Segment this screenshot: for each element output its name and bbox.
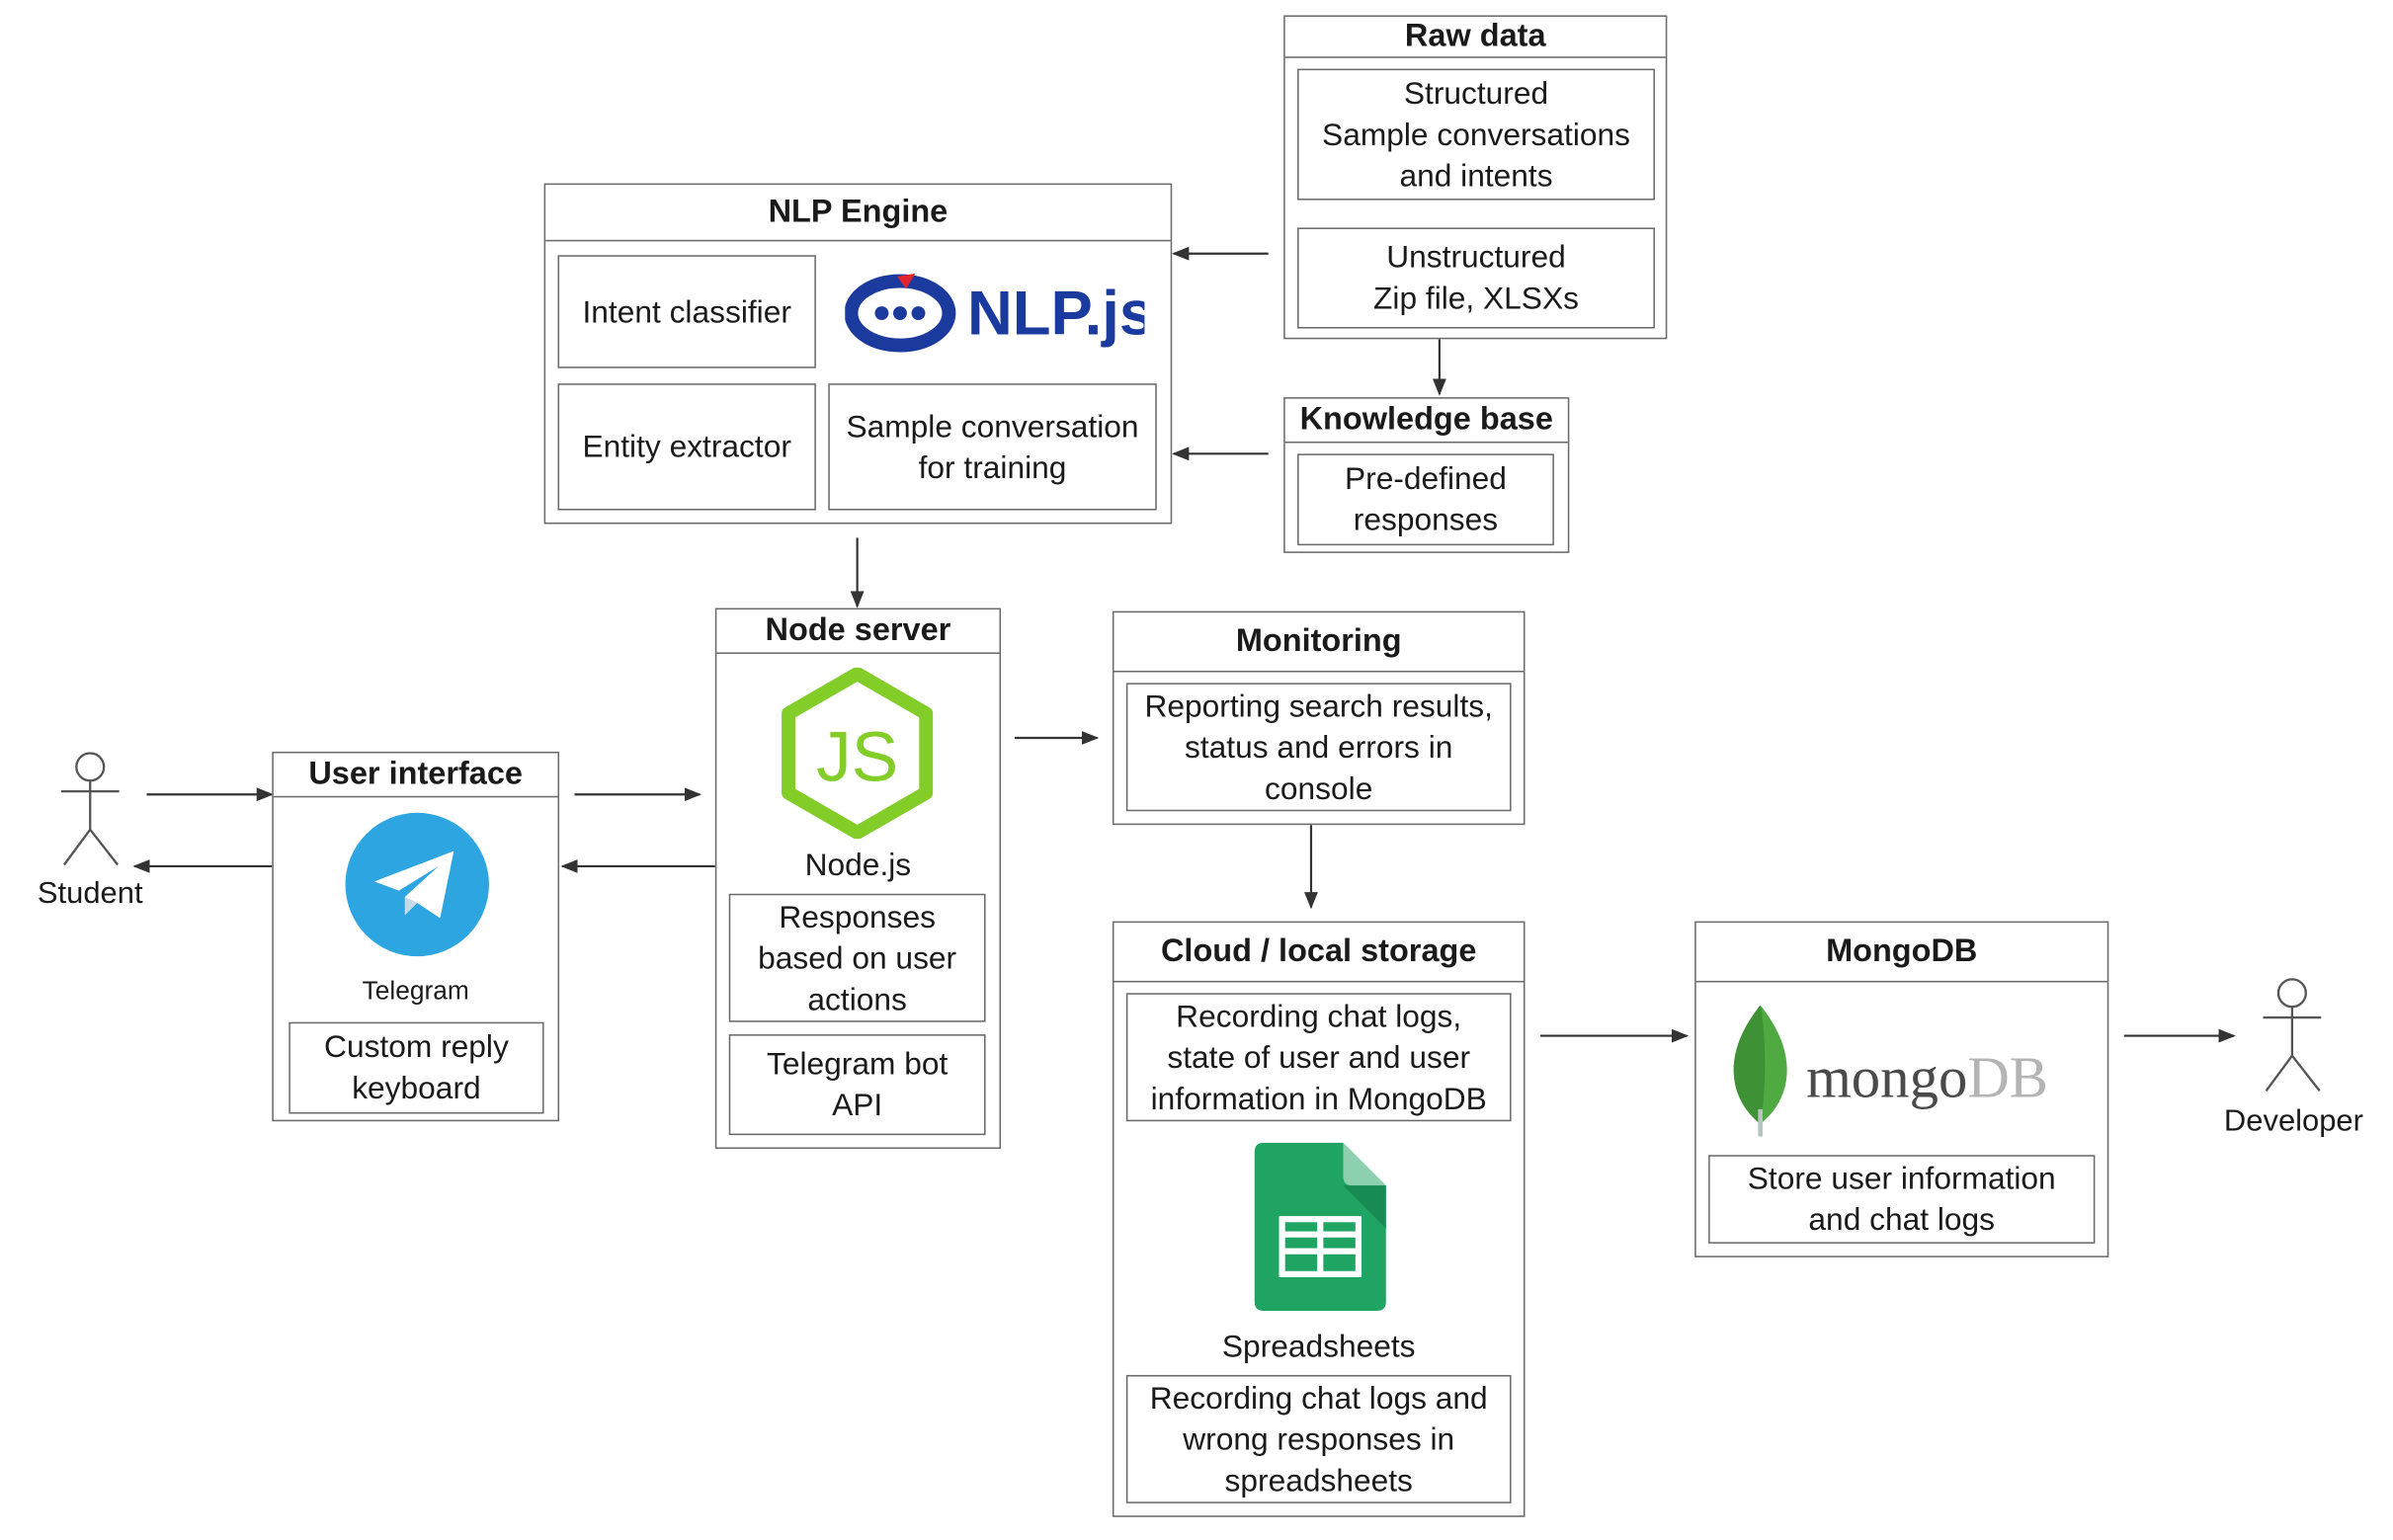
- store-user-info-item: Store user information and chat logs: [1708, 1155, 2096, 1244]
- entity-extractor-item: Entity extractor: [557, 383, 816, 511]
- mongodb-title: MongoDB: [1695, 923, 2107, 983]
- nlpjs-logo: NLP.js: [844, 271, 1154, 357]
- svg-text:JS: JS: [816, 718, 898, 796]
- custom-reply-keyboard-item: Custom reply keyboard: [289, 1021, 544, 1114]
- user-interface-box: User interface Telegram Custom reply key…: [272, 751, 560, 1122]
- mongodb-wordmark-a: mongo: [1806, 1046, 1968, 1111]
- monitoring-box: Monitoring Reporting search results, sta…: [1112, 610, 1526, 826]
- mongodb-leaf-icon: [1727, 1003, 1794, 1137]
- sample-conversation-item: Sample conversation for training: [828, 383, 1157, 511]
- storage-title: Cloud / local storage: [1114, 923, 1524, 983]
- structured-data-item: Structured Sample conversations and inte…: [1297, 68, 1655, 201]
- nodejs-logo-icon: JS: [781, 667, 934, 840]
- knowledge-base-box: Knowledge base Pre-defined responses: [1283, 397, 1570, 553]
- recording-spreadsheets-item: Recording chat logs and wrong responses …: [1125, 1374, 1512, 1503]
- intent-classifier-item: Intent classifier: [557, 255, 816, 368]
- telegram-caption: Telegram: [362, 976, 469, 1006]
- nodejs-caption: Node.js: [804, 848, 912, 883]
- telegram-logo-icon: [344, 811, 490, 957]
- mongodb-box: MongoDB mongoDB Store user information a…: [1694, 921, 2109, 1257]
- raw-data-box: Raw data Structured Sample conversations…: [1283, 15, 1668, 340]
- mongodb-wordmark: mongoDB: [1806, 1045, 2097, 1112]
- mongodb-wordmark-b: DB: [1967, 1046, 2048, 1111]
- node-server-title: Node server: [716, 609, 1000, 654]
- telegram-bot-api-item: Telegram bot API: [728, 1034, 986, 1136]
- knowledge-base-title: Knowledge base: [1284, 399, 1568, 444]
- developer-actor-icon: [2263, 978, 2322, 1092]
- reporting-item: Reporting search results, status and err…: [1125, 683, 1512, 812]
- responses-item: Responses based on user actions: [728, 893, 986, 1022]
- node-server-box: Node server JS Node.js Responses based o…: [714, 608, 1002, 1150]
- recording-mongodb-item: Recording chat logs, state of user and u…: [1125, 993, 1512, 1122]
- monitoring-title: Monitoring: [1114, 612, 1524, 673]
- spreadsheets-caption: Spreadsheets: [1221, 1329, 1416, 1365]
- spreadsheets-logo-icon: [1252, 1140, 1389, 1314]
- user-interface-title: User interface: [273, 753, 558, 798]
- student-actor-icon: [60, 752, 120, 866]
- unstructured-data-item: Unstructured Zip file, XLSXs: [1297, 227, 1655, 329]
- developer-label: Developer: [2223, 1104, 2363, 1139]
- storage-box: Cloud / local storage Recording chat log…: [1112, 921, 1526, 1517]
- student-label: Student: [37, 876, 143, 911]
- nlpjs-logo-text: NLP.js: [967, 280, 1144, 349]
- raw-data-title: Raw data: [1284, 17, 1666, 58]
- nlp-engine-box: NLP Engine Intent classifier Entity extr…: [543, 183, 1173, 525]
- predefined-responses-item: Pre-defined responses: [1297, 453, 1554, 546]
- nlp-engine-title: NLP Engine: [545, 185, 1171, 242]
